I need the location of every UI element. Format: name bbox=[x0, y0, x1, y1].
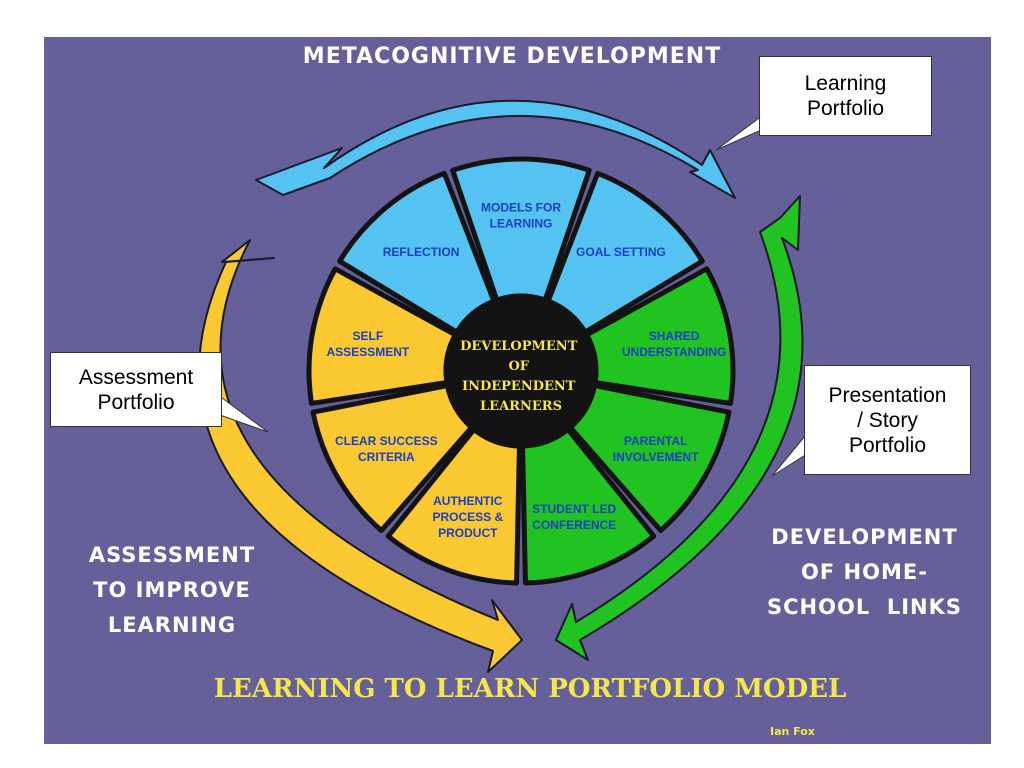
segment-label-models-for-learning: MODELS FOR LEARNING bbox=[481, 201, 561, 231]
segment-label-line: SHARED bbox=[649, 329, 700, 343]
presentation-callout-line-2: / Story bbox=[857, 408, 918, 432]
segment-label-reflection: REFLECTION bbox=[383, 245, 460, 259]
home-school-title-line-2: OF HOME- bbox=[801, 560, 928, 584]
center-hub bbox=[446, 296, 596, 446]
segment-label-line: SELF bbox=[353, 329, 384, 343]
assessment-callout-line-2: Portfolio bbox=[97, 390, 175, 414]
presentation-callout-line-1: Presentation bbox=[828, 383, 947, 407]
home-school-arc-arrow bbox=[555, 195, 804, 661]
main-title: LEARNING TO LEARN PORTFOLIO MODEL bbox=[213, 674, 847, 704]
segment-label-line: PRODUCT bbox=[438, 526, 498, 540]
segment-label-shared-understanding: SHARED UNDERSTANDING bbox=[622, 329, 726, 359]
author-credit: Ian Fox bbox=[770, 725, 815, 738]
segment-label-goal-setting: GOAL SETTING bbox=[576, 245, 666, 259]
center-line-4: LEARNERS bbox=[480, 399, 562, 414]
segment-label-line: PARENTAL bbox=[624, 434, 688, 448]
learning-callout-line-1: Learning bbox=[804, 72, 887, 95]
segment-label-line: STUDENT LED bbox=[532, 502, 616, 516]
presentation-portfolio-callout: Presentation / Story Portfolio bbox=[804, 365, 971, 475]
segment-label-line: AUTHENTIC bbox=[433, 494, 503, 508]
segment-label-line: CONFERENCE bbox=[532, 518, 616, 532]
segment-label-line: MODELS FOR bbox=[481, 201, 561, 215]
segment-label-authentic-process-product: AUTHENTIC PROCESS & PRODUCT bbox=[432, 494, 503, 540]
segment-label-line: CLEAR SUCCESS bbox=[335, 434, 438, 448]
segment-label-self-assessment: SELF ASSESSMENT bbox=[327, 329, 410, 359]
center-line-2: OF bbox=[508, 359, 529, 374]
assessment-title-line-2: TO IMPROVE bbox=[93, 578, 251, 602]
center-label: DEVELOPMENT OF INDEPENDENT LEARNERS bbox=[460, 339, 582, 414]
assessment-title-line-3: LEARNING bbox=[107, 613, 237, 637]
segment-label-student-led-conference: STUDENT LED CONFERENCE bbox=[532, 502, 616, 532]
segment-label-line: GOAL SETTING bbox=[576, 245, 666, 259]
segment-label-line: LEARNING bbox=[490, 217, 553, 231]
home-school-title-line-3: SCHOOL LINKS bbox=[767, 595, 962, 619]
segment-label-clear-success-criteria: CLEAR SUCCESS CRITERIA bbox=[335, 434, 438, 464]
segment-label-line: INVOLVEMENT bbox=[613, 450, 699, 464]
center-line-3: INDEPENDENT bbox=[462, 379, 576, 394]
segment-labels: MODELS FOR LEARNING GOAL SETTING SHARED UNDE… bbox=[327, 201, 727, 541]
home-school-title-line-1: DEVELOPMENT bbox=[771, 525, 958, 549]
assessment-callout-line-1: Assessment bbox=[78, 365, 194, 389]
metacognitive-title: METACOGNITIVE DEVELOPMENT bbox=[302, 44, 722, 69]
assessment-portfolio-callout: Assessment Portfolio bbox=[50, 352, 222, 427]
assessment-title-line-1: ASSESSMENT bbox=[88, 543, 256, 567]
segment-label-line: PROCESS & bbox=[432, 510, 503, 524]
segment-label-line: UNDERSTANDING bbox=[622, 345, 726, 359]
assessment-title: ASSESSMENT TO IMPROVE LEARNING bbox=[62, 538, 282, 643]
segment-label-line: CRITERIA bbox=[358, 450, 415, 464]
segment-label-parental-involvement: PARENTAL INVOLVEMENT bbox=[613, 434, 699, 464]
learning-callout-line-2: Portfolio bbox=[806, 97, 885, 120]
center-line-1: DEVELOPMENT bbox=[460, 339, 578, 354]
home-school-title: DEVELOPMENT OF HOME- SCHOOL LINKS bbox=[752, 520, 977, 625]
metacognitive-arc-arrow bbox=[255, 99, 736, 199]
learning-portfolio-callout: Learning Portfolio bbox=[759, 56, 932, 136]
presentation-callout-line-3: Portfolio bbox=[848, 433, 927, 457]
segment-label-line: ASSESSMENT bbox=[327, 345, 410, 359]
segment-label-line: REFLECTION bbox=[383, 245, 460, 259]
